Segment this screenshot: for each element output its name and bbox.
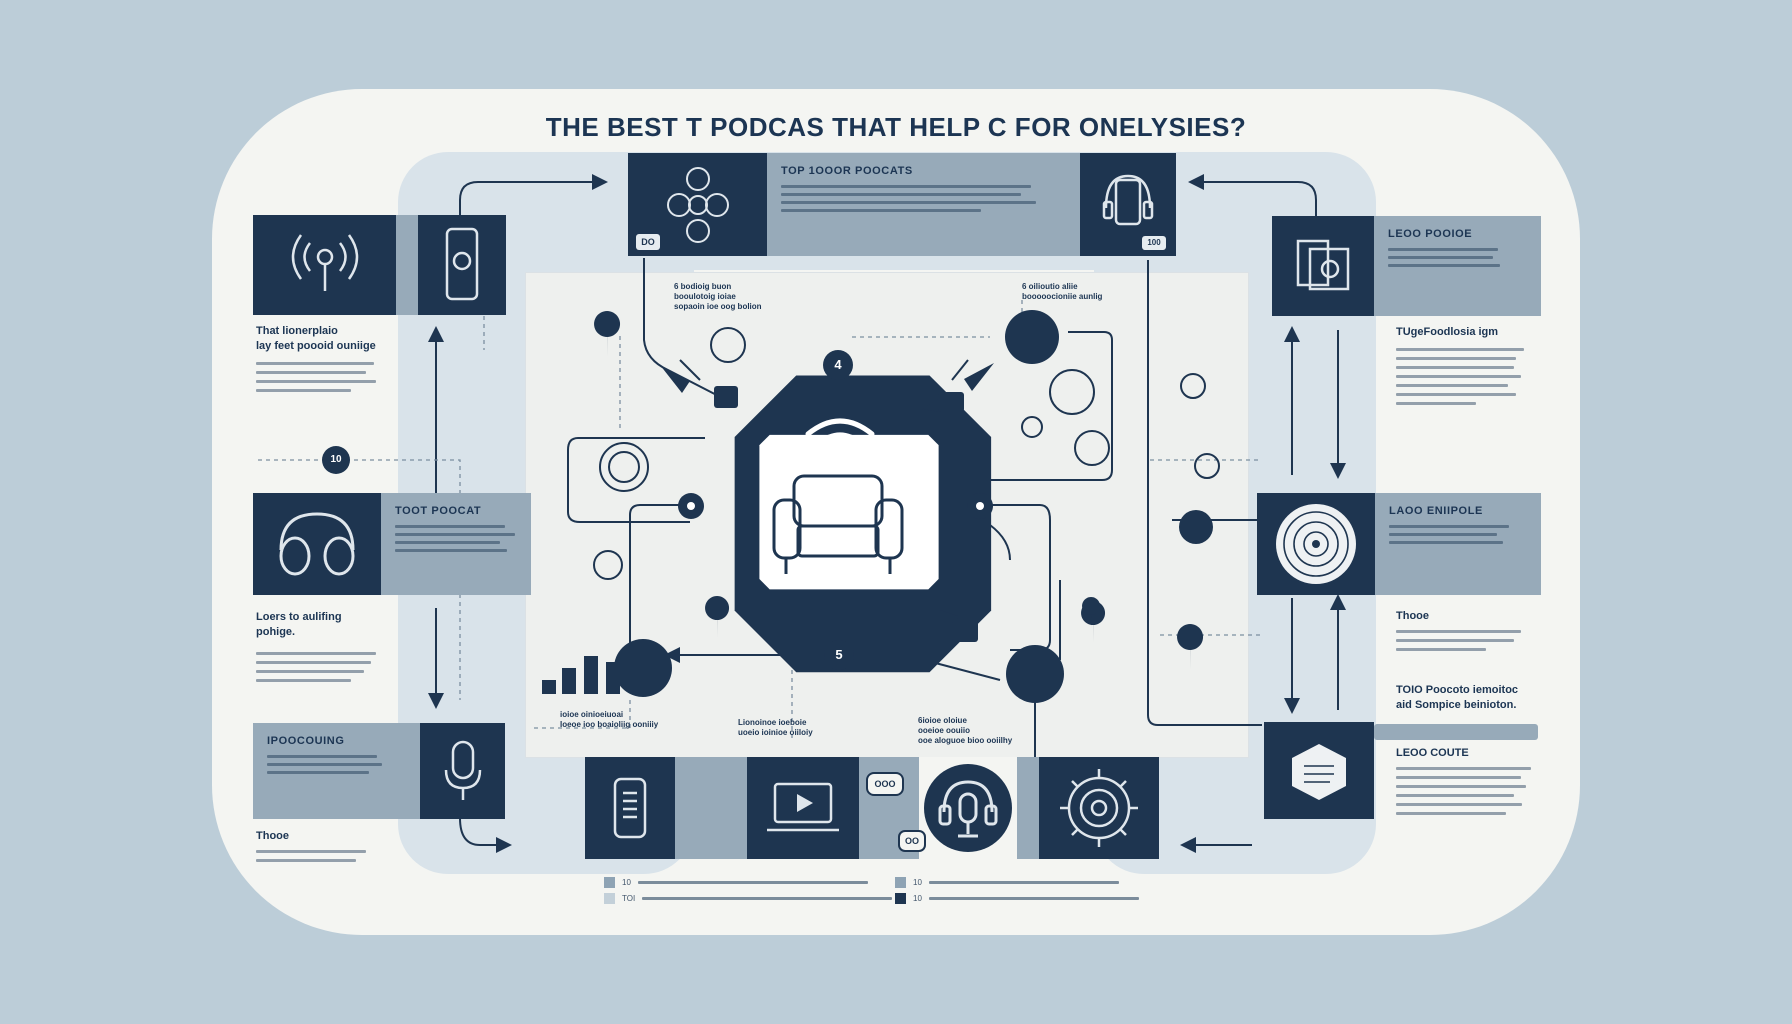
bar-chart-icon (542, 656, 620, 694)
description-heading: Loers to aulifing (256, 611, 342, 623)
documents-icon (1272, 216, 1374, 316)
legend-swatch (895, 893, 906, 904)
description-left-3: Thooe (256, 826, 406, 868)
description-left-1: That lionerplaio lay feet poooid ouniige (256, 324, 406, 398)
laptop-play-icon (747, 757, 859, 859)
legend-swatch (895, 877, 906, 888)
description-right-3-heading: TOIO Poocoto iemoitoc aid Sompice beinio… (1396, 683, 1546, 713)
right-bar-divider (1374, 724, 1538, 740)
legend-item: TOI (604, 893, 893, 904)
card-left-signal[interactable] (253, 215, 506, 315)
microphone-icon (420, 723, 505, 819)
note-top-left: 6 bodioig buon booulotoig ioiae sopaoin … (674, 282, 762, 311)
description-heading: Thooe (1396, 610, 1429, 622)
description-heading: LEOO COUTE (1396, 747, 1469, 759)
vinyl-record-icon (1257, 493, 1375, 595)
connector-right-to-top (1188, 174, 1317, 216)
hub-octagon (734, 375, 992, 673)
headset-icon (919, 757, 1017, 859)
description-right-2: Thooe (1396, 606, 1536, 657)
tag-icon: DO (636, 234, 660, 250)
connector-left-bottom (459, 817, 512, 853)
card-left-microphone[interactable]: IPOOCOUING (253, 723, 505, 819)
description-heading: That lionerplaio (256, 325, 338, 337)
card-right-documents[interactable]: LEOO POOIOE (1272, 216, 1541, 316)
card-top-podcasts[interactable]: TOP 1OOOR POOCATS (628, 153, 1082, 256)
speech-bubble-icon: OO (898, 830, 926, 852)
legend-swatch (604, 877, 615, 888)
speech-bubble-icon: OOO (866, 772, 904, 796)
phone-card-tag: 100 (1142, 236, 1166, 250)
description-heading: TUgeFoodlosia igm (1396, 326, 1499, 338)
gear-brain-icon (1039, 757, 1159, 859)
note-bottom-mid: Lionoinoe ioeboie uoeio ioinioe oiiloiy (738, 718, 813, 737)
page-title: THE BEST T PODCAS THAT HELP C FOR ONELYS… (545, 112, 1247, 142)
badge-center-top: 4 (834, 357, 842, 372)
wifi-icon (802, 412, 878, 468)
cube-document-icon (1264, 722, 1374, 819)
connector-top-to-hub (643, 258, 737, 406)
phone-headphones-icon (1080, 153, 1176, 256)
note-bottom-right: 6ioioe oloiue ooeioe oouiio ooe aloguoe … (918, 716, 1013, 745)
badge-center-bottom: 5 (835, 647, 843, 662)
description-left-2: Loers to aulifing pohige. (256, 610, 406, 688)
description-heading: TOIO Poocoto iemoitoc (1396, 684, 1519, 696)
card-title: LEOO POOIOE (1388, 228, 1473, 240)
description-right-3: LEOO COUTE (1396, 746, 1546, 821)
pin-badge-left: 10 (322, 446, 350, 474)
card-title: LAOO ENIIPOLE (1389, 505, 1483, 517)
note-top-right: 6 oilioutio aliie booooocioniie aunlig (1022, 282, 1103, 301)
phone-shield-icon (418, 215, 506, 315)
connector-left-to-top (459, 174, 608, 238)
legend-item: 10 (895, 893, 1139, 904)
card-right-vinyl[interactable]: LAOO ENIIPOLE (1257, 493, 1541, 595)
headphones-icon (253, 493, 381, 595)
card-title: IPOOCOUING (267, 735, 345, 747)
card-phone-headphones[interactable] (1080, 153, 1176, 256)
description-heading: pohige. (256, 626, 296, 638)
legend-swatch (604, 893, 615, 904)
description-heading: Thooe (256, 830, 289, 842)
wireless-signal-icon (253, 215, 396, 315)
note-bottom-left: ioioe oinioeiuoai Ioeoe ioo boaioliig oo… (560, 710, 659, 729)
smartphone-audio-icon (585, 757, 675, 859)
legend-item: 10 (604, 877, 868, 888)
card-title: TOP 1OOOR POOCATS (781, 165, 913, 177)
legend-item: 10 (895, 877, 1119, 888)
card-right-cube[interactable] (1264, 722, 1374, 819)
description-right-1: TUgeFoodlosia igm (1396, 325, 1536, 411)
armchair-icon (768, 472, 908, 580)
card-left-headphones[interactable]: TOOT POOCAT (253, 493, 531, 595)
description-heading: lay feet poooid ouniige (256, 340, 376, 352)
card-title: TOOT POOCAT (395, 505, 482, 517)
description-heading: aid Sompice beinioton. (1396, 699, 1517, 711)
